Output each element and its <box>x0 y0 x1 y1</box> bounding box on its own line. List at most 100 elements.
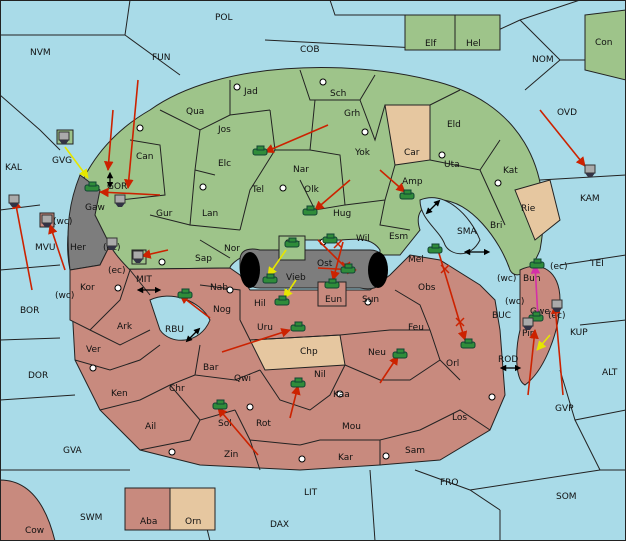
army-icon <box>460 338 476 349</box>
coast-bun-wc: (wc) <box>497 274 516 284</box>
army-icon <box>324 278 340 289</box>
coast-mvu-wc: (wc) <box>53 217 72 227</box>
fleet-icon <box>8 194 20 207</box>
label-wil: Wil <box>356 234 370 244</box>
land-elf <box>404 14 456 51</box>
coast-nab-ec: (ec) <box>108 266 126 276</box>
label-hil: Hil <box>254 299 266 309</box>
army-icon <box>274 295 290 306</box>
label-rie: Rie <box>521 204 536 214</box>
label-nil: Nil <box>314 370 326 380</box>
label-gaw: Gaw <box>85 203 105 213</box>
army-units <box>84 145 545 410</box>
fleet-icon <box>132 250 144 263</box>
army-icon <box>84 181 100 192</box>
army-icon <box>340 263 356 274</box>
label-eun: Eun <box>325 295 342 305</box>
label-elc: Elc <box>218 159 231 169</box>
label-cow: Cow <box>25 526 44 536</box>
army-icon <box>252 145 268 156</box>
army-icon <box>290 321 306 332</box>
label-esm: Esm <box>389 232 408 242</box>
army-icon <box>262 273 278 284</box>
label-qua: Qua <box>186 107 204 117</box>
label-ovd: OVD <box>557 108 577 118</box>
army-icon <box>212 399 228 410</box>
army-icon <box>399 189 415 200</box>
label-lan: Lan <box>202 209 218 219</box>
label-mvu: MVU <box>35 243 56 253</box>
fleet-icon <box>106 237 118 250</box>
label-obs: Obs <box>418 283 436 293</box>
label-jos: Jos <box>217 125 231 135</box>
label-her: Her <box>70 243 86 253</box>
support-orders <box>64 146 551 351</box>
label-nar: Nar <box>293 165 309 175</box>
label-ark: Ark <box>117 322 133 332</box>
label-eld: Eld <box>447 120 461 130</box>
label-gur: Gur <box>156 209 173 219</box>
label-amp: Amp <box>402 177 423 187</box>
label-buc: BUC <box>492 311 511 321</box>
army-icon <box>302 205 318 216</box>
army-icon <box>392 348 408 359</box>
label-hel: Hel <box>466 39 481 49</box>
label-rod: ROD <box>498 355 518 365</box>
label-vieb: Vieb <box>286 273 306 283</box>
land-hel <box>454 14 501 51</box>
supply-centers <box>89 78 502 463</box>
label-mit: MIT <box>136 275 152 285</box>
label-uru: Uru <box>257 323 273 333</box>
land-rie <box>514 179 561 241</box>
label-nab: Nab <box>210 283 228 293</box>
label-car: Car <box>404 148 420 158</box>
army-icon <box>290 377 306 388</box>
south-province-borders <box>74 269 491 471</box>
central-left-black <box>240 252 260 288</box>
central-dark-region <box>239 248 387 290</box>
label-dor: DOR <box>28 371 48 381</box>
label-los: Los <box>452 413 467 423</box>
label-gor: GOR <box>107 182 127 192</box>
fleet-icon <box>522 317 534 330</box>
label-pol: POL <box>215 13 233 23</box>
label-lit: LIT <box>304 488 318 498</box>
label-aba: Aba <box>140 517 157 527</box>
label-ail: Ail <box>145 422 156 432</box>
label-feu: Feu <box>408 323 424 333</box>
fleet-icon <box>41 214 53 227</box>
army-icon <box>529 258 545 269</box>
label-chp: Chp <box>300 347 318 357</box>
label-jad: Jad <box>243 87 258 97</box>
label-uta: Uta <box>444 160 460 170</box>
coast-pir-wc: (wc) <box>505 297 524 307</box>
label-bar: Bar <box>203 363 219 373</box>
label-kup: KUP <box>570 328 588 338</box>
label-nor: Nor <box>224 244 240 254</box>
army-icon <box>177 288 193 299</box>
label-sma: SMA <box>457 227 477 237</box>
label-nom: NOM <box>532 55 554 65</box>
coast-bun-ec: (ec) <box>550 262 568 272</box>
land-orn <box>169 487 216 531</box>
label-elf: Elf <box>425 39 437 49</box>
south-labels: Her Kor Nab Ost Eun Hil Sun Obs Nog Ark … <box>35 243 550 527</box>
label-mou: Mou <box>342 422 361 432</box>
label-ken: Ken <box>111 389 128 399</box>
fleet-units <box>8 131 596 330</box>
central-right-black <box>368 252 388 288</box>
land-con <box>584 9 626 81</box>
convoy-orders <box>530 264 541 319</box>
adjacency-arrows <box>106 171 522 372</box>
label-rbu: RBU <box>165 325 184 335</box>
label-cob: COB <box>300 45 320 55</box>
label-bun: Bun <box>523 274 541 284</box>
label-sol: Sol <box>218 419 232 429</box>
coast-kor-wc: (wc) <box>55 291 74 301</box>
north-province-borders <box>119 69 506 259</box>
label-som: SOM <box>556 492 577 502</box>
label-alt: ALT <box>602 368 618 378</box>
label-fun: FUN <box>152 53 171 63</box>
